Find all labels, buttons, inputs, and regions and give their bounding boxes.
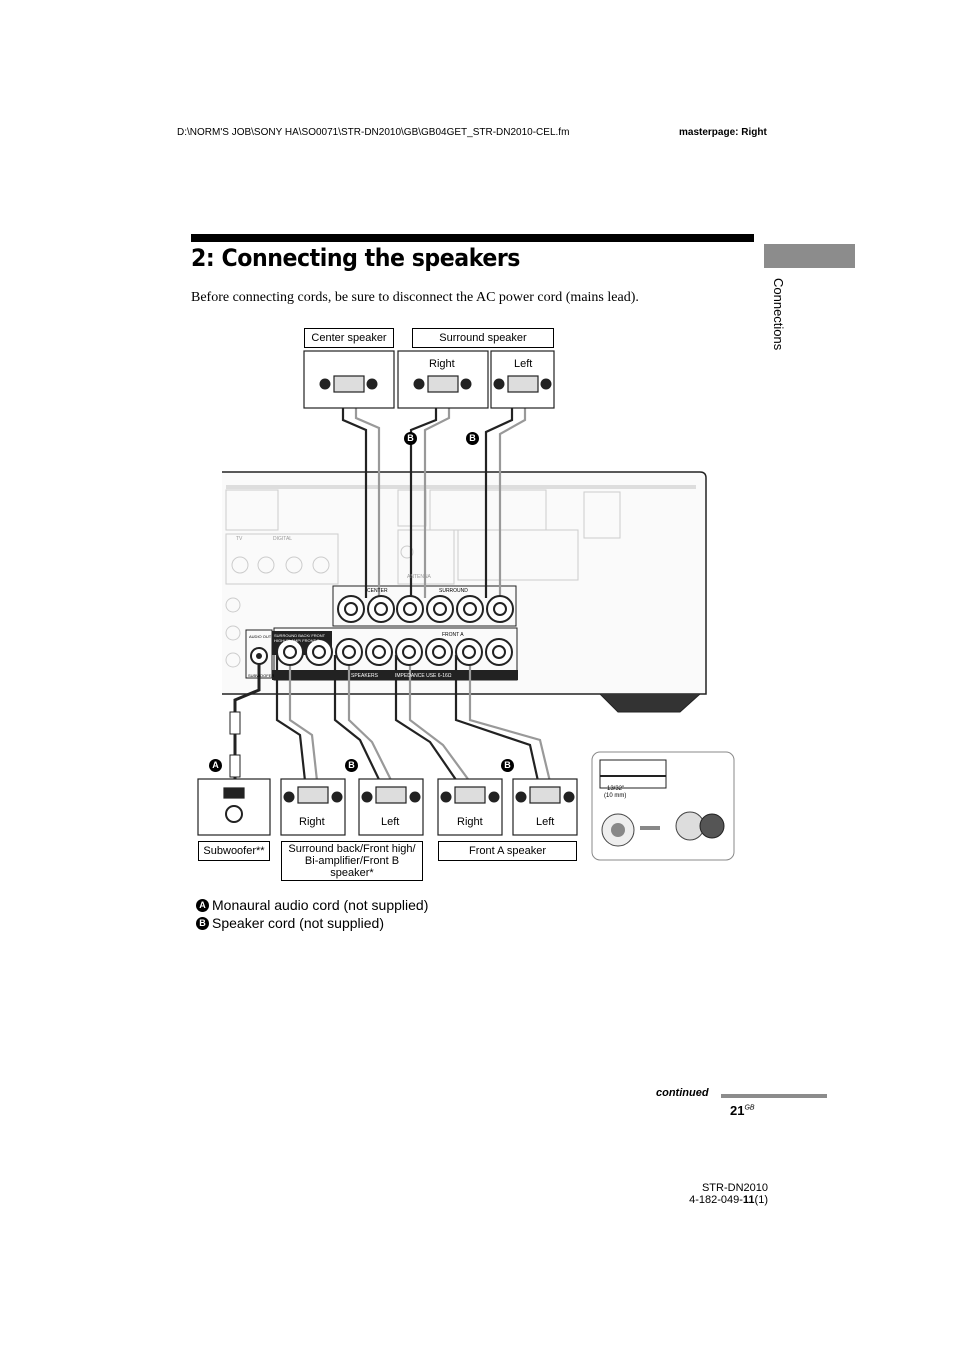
strip-inset bbox=[591, 751, 735, 861]
label-surround-back: Surround back/Front high/ Bi-amplifier/F… bbox=[281, 841, 423, 881]
part-number: 4-182-049-11(1) bbox=[640, 1194, 768, 1206]
marker-b: B bbox=[501, 759, 514, 772]
part-bold: 11 bbox=[742, 1194, 755, 1206]
top-speaker-right: Right bbox=[429, 358, 455, 370]
panel-speakers: SPEAKERS bbox=[351, 673, 378, 679]
panel-antenna: ANTENNA bbox=[407, 574, 431, 580]
label-surround-back-line2: Bi-amplifier/Front B bbox=[304, 855, 400, 867]
fa-left-label: Left bbox=[536, 816, 555, 828]
page-number-suffix: GB bbox=[744, 1104, 755, 1112]
panel-digital: DIGITAL bbox=[273, 536, 293, 542]
label-front-a-speaker: Front A speaker bbox=[438, 841, 577, 861]
model-info: STR-DN2010 4-182-049-11(1) bbox=[640, 1182, 768, 1206]
marker-b: B bbox=[466, 432, 479, 445]
label-subwoofer: Subwoofer** bbox=[198, 841, 270, 861]
part-prefix: 4-182-049- bbox=[689, 1194, 743, 1206]
label-surround-back-line3: speaker* bbox=[330, 867, 374, 879]
panel-impedance: IMPEDANCE USE 6-16Ω bbox=[395, 673, 452, 679]
panel-center: CENTER bbox=[367, 588, 388, 594]
legend-item-a: A Monaural audio cord (not supplied) bbox=[196, 897, 428, 913]
panel-audio-out: AUDIO OUT bbox=[249, 634, 272, 639]
label-surround-back-line1: Surround back/Front high/ bbox=[288, 843, 416, 855]
terminal-posts bbox=[276, 595, 514, 666]
bottom-speakers bbox=[197, 778, 578, 836]
sb-left-label: Left bbox=[381, 816, 400, 828]
receiver-rear-panel bbox=[222, 471, 707, 713]
title-rule bbox=[191, 234, 754, 242]
panel-sb-group: SURROUND BACK/ FRONT HIGH/ BI-AMP/ FRONT… bbox=[274, 633, 326, 643]
marker-b: B bbox=[345, 759, 358, 772]
section-tab bbox=[764, 244, 855, 268]
strip-length: 13/32" bbox=[607, 786, 625, 792]
masterpage-label: masterpage: Right bbox=[679, 127, 767, 138]
part-suffix: (1) bbox=[754, 1194, 768, 1206]
legend-item-b: B Speaker cord (not supplied) bbox=[196, 915, 384, 931]
panel-front-a: FRONT A bbox=[442, 632, 464, 638]
continued-bar bbox=[721, 1094, 827, 1098]
intro-text: Before connecting cords, be sure to disc… bbox=[191, 290, 639, 305]
polarity-badges bbox=[283, 378, 575, 803]
label-center-speaker: Center speaker bbox=[304, 328, 394, 348]
page-title: 2: Connecting the speakers bbox=[191, 244, 520, 272]
panel-tv: TV bbox=[236, 536, 243, 542]
page-number-value: 21 bbox=[730, 1103, 745, 1118]
panel-subwoofer: SUBWOOFER bbox=[248, 673, 275, 678]
legend-text-b: Speaker cord (not supplied) bbox=[212, 915, 384, 931]
sb-right-label: Right bbox=[299, 816, 325, 828]
legend-marker-a: A bbox=[196, 898, 209, 912]
label-surround-speaker: Surround speaker bbox=[412, 328, 554, 348]
strip-mm: (10 mm) bbox=[604, 793, 627, 799]
legend-marker-b: B bbox=[196, 916, 209, 930]
marker-a: A bbox=[209, 759, 222, 772]
marker-b: B bbox=[404, 432, 417, 445]
model-number: STR-DN2010 bbox=[701, 1182, 768, 1194]
file-path: D:\NORM'S JOB\SONY HA\SO0071\STR-DN2010\… bbox=[177, 127, 570, 138]
fa-right-label: Right bbox=[457, 816, 483, 828]
top-speaker-left: Left bbox=[514, 358, 533, 370]
continued-label: continued bbox=[656, 1087, 709, 1099]
panel-surround: SURROUND bbox=[439, 588, 468, 594]
page-number: 21GB bbox=[730, 1103, 755, 1118]
legend-text-a: Monaural audio cord (not supplied) bbox=[212, 897, 429, 913]
